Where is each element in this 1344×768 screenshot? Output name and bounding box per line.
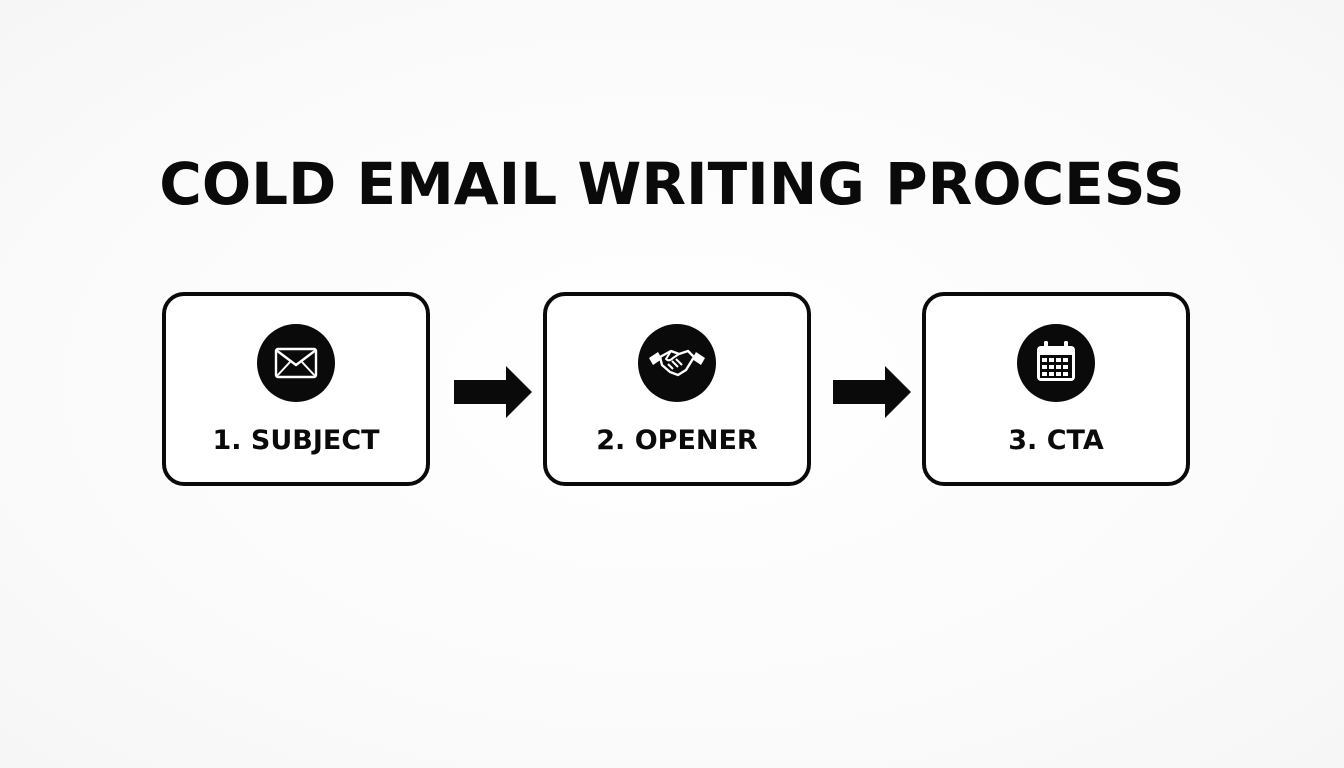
step-cta: 3. CTA — [922, 292, 1190, 486]
handshake-icon — [638, 324, 716, 402]
step-label: 1. SUBJECT — [212, 425, 380, 456]
diagram-title: COLD EMAIL WRITING PROCESS — [159, 150, 1185, 218]
step-label: 2. OPENER — [596, 425, 758, 456]
calendar-icon — [1017, 324, 1095, 402]
arrow-right-icon — [833, 366, 911, 418]
step-subject: 1. SUBJECT — [162, 292, 430, 486]
step-label: 3. CTA — [1008, 425, 1104, 456]
arrow-right-icon — [454, 366, 532, 418]
envelope-icon — [257, 324, 335, 402]
step-opener: 2. OPENER — [543, 292, 811, 486]
